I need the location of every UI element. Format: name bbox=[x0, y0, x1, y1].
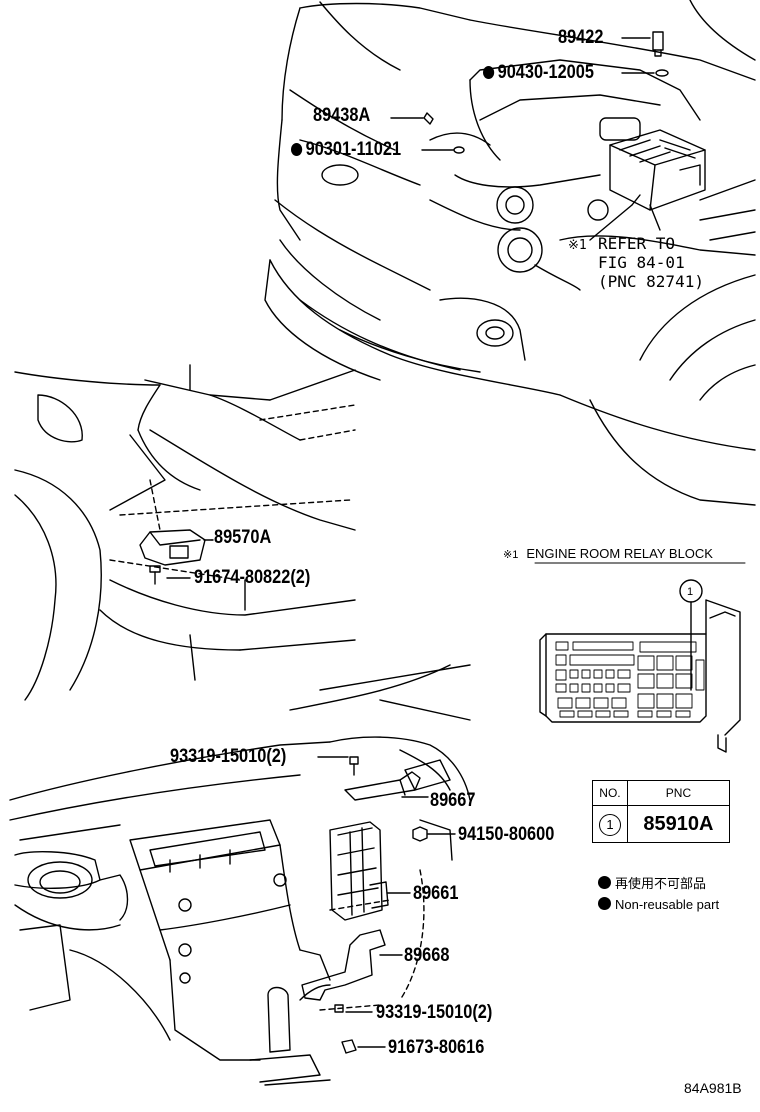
sensor-89438a-icon bbox=[423, 112, 434, 125]
legend-jp: 再使用不可部品 bbox=[598, 876, 706, 892]
non-reusable-dot-icon bbox=[598, 876, 611, 889]
bolt-93319-bottom-icon bbox=[334, 1004, 344, 1013]
pnc-table-header-no: NO. bbox=[592, 780, 628, 806]
part-label-89438a[interactable]: 89438A bbox=[313, 105, 371, 126]
relay-block-detail bbox=[534, 562, 746, 753]
legend-en: Non-reusable part bbox=[598, 897, 719, 913]
nut-94150-icon bbox=[412, 826, 428, 842]
refer-note-line1: REFER TO bbox=[598, 234, 676, 253]
part-label-89668[interactable]: 89668 bbox=[404, 945, 450, 966]
part-label-90430-12005[interactable]: 90430-12005 bbox=[483, 63, 594, 83]
part-label-91673-80616[interactable]: 91673-80616 bbox=[388, 1037, 485, 1058]
gasket-90301-icon bbox=[453, 146, 465, 154]
part-label-89570a[interactable]: 89570A bbox=[214, 527, 272, 548]
relay-block-callout-number: 1 bbox=[687, 586, 694, 598]
non-reusable-dot-icon bbox=[291, 143, 303, 156]
ecu-assembly bbox=[301, 756, 456, 1054]
refer-note-mark: ※1 bbox=[568, 238, 587, 253]
pnc-table: NO. PNC 1 85910A bbox=[592, 780, 731, 843]
non-reusable-dot-icon bbox=[598, 897, 611, 910]
ecu-89661-icon bbox=[329, 821, 383, 921]
bolt-93319-top-icon bbox=[349, 756, 359, 765]
part-label-94150-80600[interactable]: 94150-80600 bbox=[458, 824, 555, 845]
part-label-90301-11021[interactable]: 90301-11021 bbox=[291, 140, 401, 160]
pnc-table-cell-no: 1 bbox=[592, 805, 628, 843]
bolt-91673-icon bbox=[341, 1039, 357, 1054]
pnc-table-no-circle: 1 bbox=[598, 814, 621, 836]
non-reusable-dot-icon bbox=[483, 66, 495, 79]
pnc-table-header-pnc: PNC bbox=[626, 780, 731, 806]
top-callouts bbox=[390, 31, 669, 241]
part-label-93319-15010-top[interactable]: 93319-15010(2) bbox=[170, 746, 287, 767]
pnc-table-cell-pnc[interactable]: 85910A bbox=[626, 805, 731, 843]
table-row[interactable]: 1 85910A bbox=[592, 805, 731, 843]
part-label-89667[interactable]: 89667 bbox=[430, 790, 476, 811]
front-corner-illustration bbox=[14, 364, 356, 701]
figure-id: 84A981B bbox=[684, 1080, 742, 1096]
part-label-89661[interactable]: 89661 bbox=[413, 883, 459, 904]
engine-bay-illustration bbox=[264, 0, 756, 506]
relay-block-title-mark: ※1 bbox=[503, 549, 519, 561]
bolt-91674-icon bbox=[149, 565, 161, 573]
relay-block-title: ※1 ENGINE ROOM RELAY BLOCK bbox=[503, 546, 713, 563]
part-label-93319-15010-bottom[interactable]: 93319-15010(2) bbox=[376, 1002, 493, 1023]
refer-note-line3[interactable]: (PNC 82741) bbox=[598, 272, 704, 291]
part-label-89422[interactable]: 89422 bbox=[558, 27, 604, 48]
gasket-90430-icon bbox=[655, 69, 669, 77]
sensor-89570a-icon bbox=[139, 529, 206, 566]
relay-block-title-text: ENGINE ROOM RELAY BLOCK bbox=[526, 546, 713, 561]
sensor-89422-icon bbox=[652, 31, 664, 51]
bracket-89668-icon bbox=[301, 929, 386, 1001]
part-label-91674-80822[interactable]: 91674-80822(2) bbox=[194, 567, 311, 588]
refer-note-line2: FIG 84-01 bbox=[598, 253, 685, 272]
dashboard-illustration bbox=[9, 664, 471, 1086]
